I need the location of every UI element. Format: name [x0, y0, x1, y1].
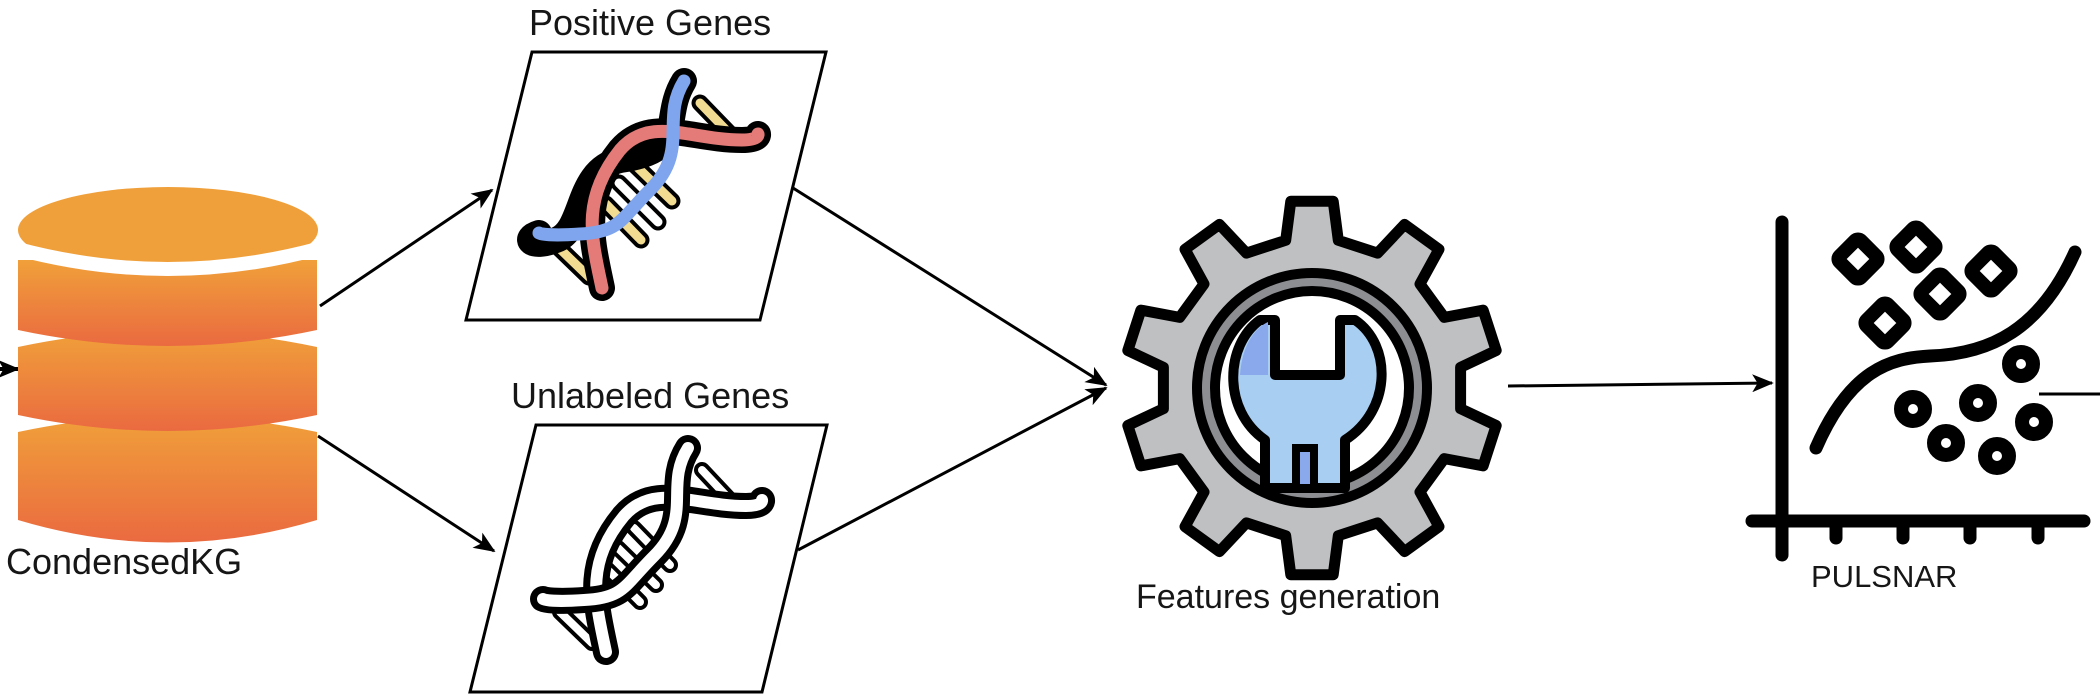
database-icon — [12, 187, 323, 543]
edge-positive-to-features — [792, 186, 1108, 387]
wrench-slot — [1292, 444, 1318, 492]
gear-wrench-icon — [1122, 195, 1502, 581]
edge-condensedkg-to-unlabeled — [317, 434, 496, 553]
x-axis-ticks — [1829, 514, 2045, 545]
condensedkg-label: CondensedKG — [6, 541, 243, 582]
circle-marker — [1927, 424, 1965, 462]
edge-condensedkg-to-positive — [319, 188, 494, 308]
diamond-points — [1831, 220, 2018, 350]
circle-marker — [1894, 390, 1932, 428]
classification-plot-icon — [1745, 215, 2091, 562]
edges — [0, 186, 2100, 553]
dna-icon-outline — [530, 435, 776, 665]
wrench-shade — [1240, 322, 1268, 375]
circle-marker — [1959, 384, 1997, 422]
diamond-marker — [1858, 296, 1912, 350]
dna-icon-colored — [517, 68, 772, 301]
diamond-marker — [1889, 220, 1943, 274]
diamond-marker — [1913, 267, 1967, 321]
diamond-marker — [1964, 244, 2018, 298]
unlabeled-genes-label: Unlabeled Genes — [511, 375, 790, 416]
unlabeled-genes-node — [468, 423, 829, 694]
features-generation-label: Features generation — [1136, 578, 1441, 616]
positive-genes-label: Positive Genes — [529, 2, 772, 43]
circle-marker — [1978, 437, 2016, 475]
diamond-marker — [1831, 232, 1885, 286]
circle-marker — [2015, 403, 2053, 441]
pulsnar-label: PULSNAR — [1811, 559, 1958, 594]
edge-features-to-pulsnar — [1507, 374, 1774, 393]
edge-unlabeled-to-features — [797, 386, 1108, 552]
decision-boundary-curve — [1809, 245, 2082, 455]
circle-points — [1894, 345, 2053, 475]
wrench-shape — [1228, 315, 1387, 493]
circle-marker — [2002, 345, 2040, 383]
positive-genes-node — [464, 50, 828, 322]
